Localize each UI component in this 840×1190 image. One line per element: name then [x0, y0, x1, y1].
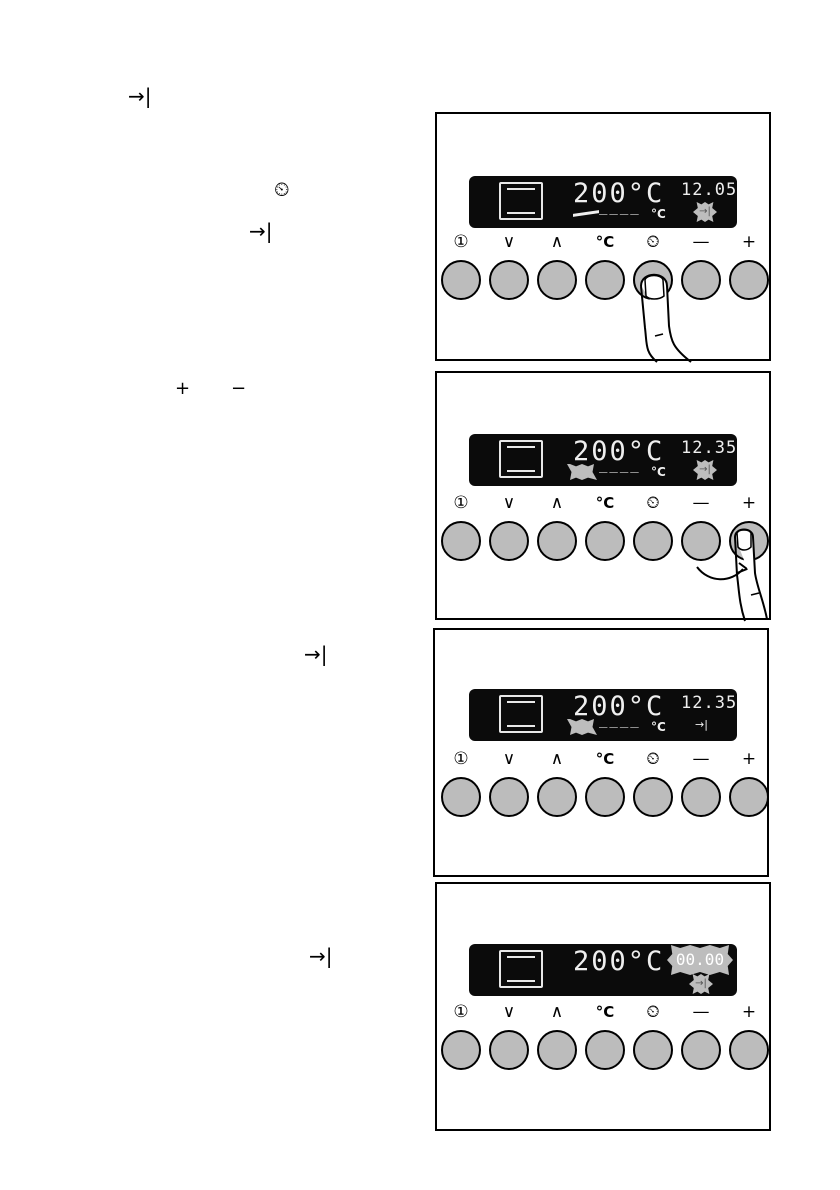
up-button[interactable] [537, 1030, 577, 1070]
probe-dashes: ____ [599, 199, 641, 215]
temperature-button[interactable] [585, 521, 625, 561]
temperature-readout: 200°C [573, 436, 665, 467]
key-label-on-off: ① [453, 1002, 469, 1022]
timer-probe-symbol: ⏲ [274, 177, 290, 201]
clock-button[interactable] [633, 777, 673, 817]
probe-unit: °C [651, 720, 666, 734]
key-label-up: ∧ [550, 1002, 564, 1022]
plus-button[interactable] [729, 260, 769, 300]
key-label-up: ∧ [550, 493, 564, 513]
probe-dashes: ____ [599, 712, 641, 728]
up-button[interactable] [537, 260, 577, 300]
end-time-symbol-4: →| [309, 944, 333, 968]
up-button[interactable] [537, 521, 577, 561]
key-label-on-off: ① [453, 749, 469, 769]
key-label-clock: ⏲ [646, 749, 660, 769]
key-label-clock: ⏲ [646, 232, 660, 252]
end-time-symbol-2: →| [249, 219, 273, 243]
on-off-button[interactable] [441, 260, 481, 300]
end-time-icon: →| [695, 718, 708, 731]
temperature-readout: 200°C [573, 946, 665, 977]
clock-button[interactable] [633, 521, 673, 561]
key-label-clock: ⏲ [646, 1002, 660, 1022]
oven-display: 200°C ____ °C 12.35 →| [469, 434, 737, 486]
probe-flashing-icon [567, 464, 597, 480]
on-off-button[interactable] [441, 777, 481, 817]
end-time-flashing-icon: →| [693, 202, 717, 222]
temperature-button[interactable] [585, 777, 625, 817]
oven-display: 200°C 00.00 →| [469, 944, 737, 996]
oven-display: 200°C ____ °C 12.05 →| [469, 176, 737, 228]
end-time-symbol-3: →| [304, 642, 328, 666]
probe-flashing-icon [567, 719, 597, 735]
probe-unit: °C [651, 465, 666, 479]
plus-button[interactable] [729, 1030, 769, 1070]
key-label-down: ∨ [502, 1002, 516, 1022]
minus-button[interactable] [681, 260, 721, 300]
illustration-panel-4: 200°C 00.00 →| ① ∨ ∧ °C ⏲ — + [435, 882, 771, 1131]
key-label-temperature: °C [595, 1003, 615, 1021]
finger-press-icon [640, 273, 692, 363]
minus-button[interactable] [681, 1030, 721, 1070]
plus-symbol: + [175, 378, 191, 399]
key-label-minus: — [692, 749, 710, 769]
illustration-panel-2: 200°C ____ °C 12.35 →| ① ∨ ∧ °C ⏲ — + [435, 371, 771, 622]
clock-readout: 12.05 [681, 180, 738, 200]
key-label-temperature: °C [595, 494, 615, 512]
plus-button[interactable] [729, 777, 769, 817]
key-label-plus: + [741, 749, 757, 769]
oven-icon [499, 182, 543, 220]
key-label-minus: — [692, 1002, 710, 1022]
key-label-up: ∧ [550, 232, 564, 252]
down-button[interactable] [489, 521, 529, 561]
key-label-temperature: °C [595, 233, 615, 251]
finger-press-icon [696, 528, 768, 622]
key-label-up: ∧ [550, 749, 564, 769]
temperature-button[interactable] [585, 260, 625, 300]
temperature-button[interactable] [585, 1030, 625, 1070]
down-button[interactable] [489, 1030, 529, 1070]
key-label-on-off: ① [453, 493, 469, 513]
key-label-down: ∨ [502, 232, 516, 252]
temperature-readout: 200°C [573, 691, 665, 722]
up-button[interactable] [537, 777, 577, 817]
probe-dashes: ____ [599, 457, 641, 473]
oven-display: 200°C ____ °C 12.35 →| [469, 689, 737, 741]
illustration-panel-1: 200°C ____ °C 12.05 →| ① ∨ ∧ °C ⏲ — + [435, 112, 771, 363]
key-label-temperature: °C [595, 750, 615, 768]
end-time-flashing-icon: →| [689, 974, 713, 994]
key-label-minus: — [692, 493, 710, 513]
clock-button[interactable] [633, 1030, 673, 1070]
clock-readout: 12.35 [681, 438, 738, 458]
end-time-flashing-icon: →| [693, 460, 717, 480]
down-button[interactable] [489, 777, 529, 817]
clock-readout: 12.35 [681, 693, 738, 713]
key-label-plus: + [741, 1002, 757, 1022]
oven-icon [499, 440, 543, 478]
on-off-button[interactable] [441, 521, 481, 561]
down-button[interactable] [489, 260, 529, 300]
end-time-symbol-1: →| [128, 84, 152, 108]
minus-symbol: − [231, 378, 247, 399]
key-label-plus: + [741, 232, 757, 252]
minus-button[interactable] [681, 777, 721, 817]
probe-unit: °C [651, 207, 666, 221]
probe-icon [573, 210, 599, 217]
illustration-panel-3: 200°C ____ °C 12.35 →| ① ∨ ∧ °C ⏲ — + [433, 628, 769, 877]
oven-icon [499, 695, 543, 733]
key-label-down: ∨ [502, 749, 516, 769]
key-label-down: ∨ [502, 493, 516, 513]
key-label-on-off: ① [453, 232, 469, 252]
key-label-clock: ⏲ [646, 493, 660, 513]
on-off-button[interactable] [441, 1030, 481, 1070]
oven-icon [499, 950, 543, 988]
temperature-readout: 200°C [573, 178, 665, 209]
clock-flashing-readout: 00.00 [667, 945, 733, 975]
minus-button[interactable] [681, 521, 721, 561]
key-label-minus: — [692, 232, 710, 252]
key-label-plus: + [741, 493, 757, 513]
